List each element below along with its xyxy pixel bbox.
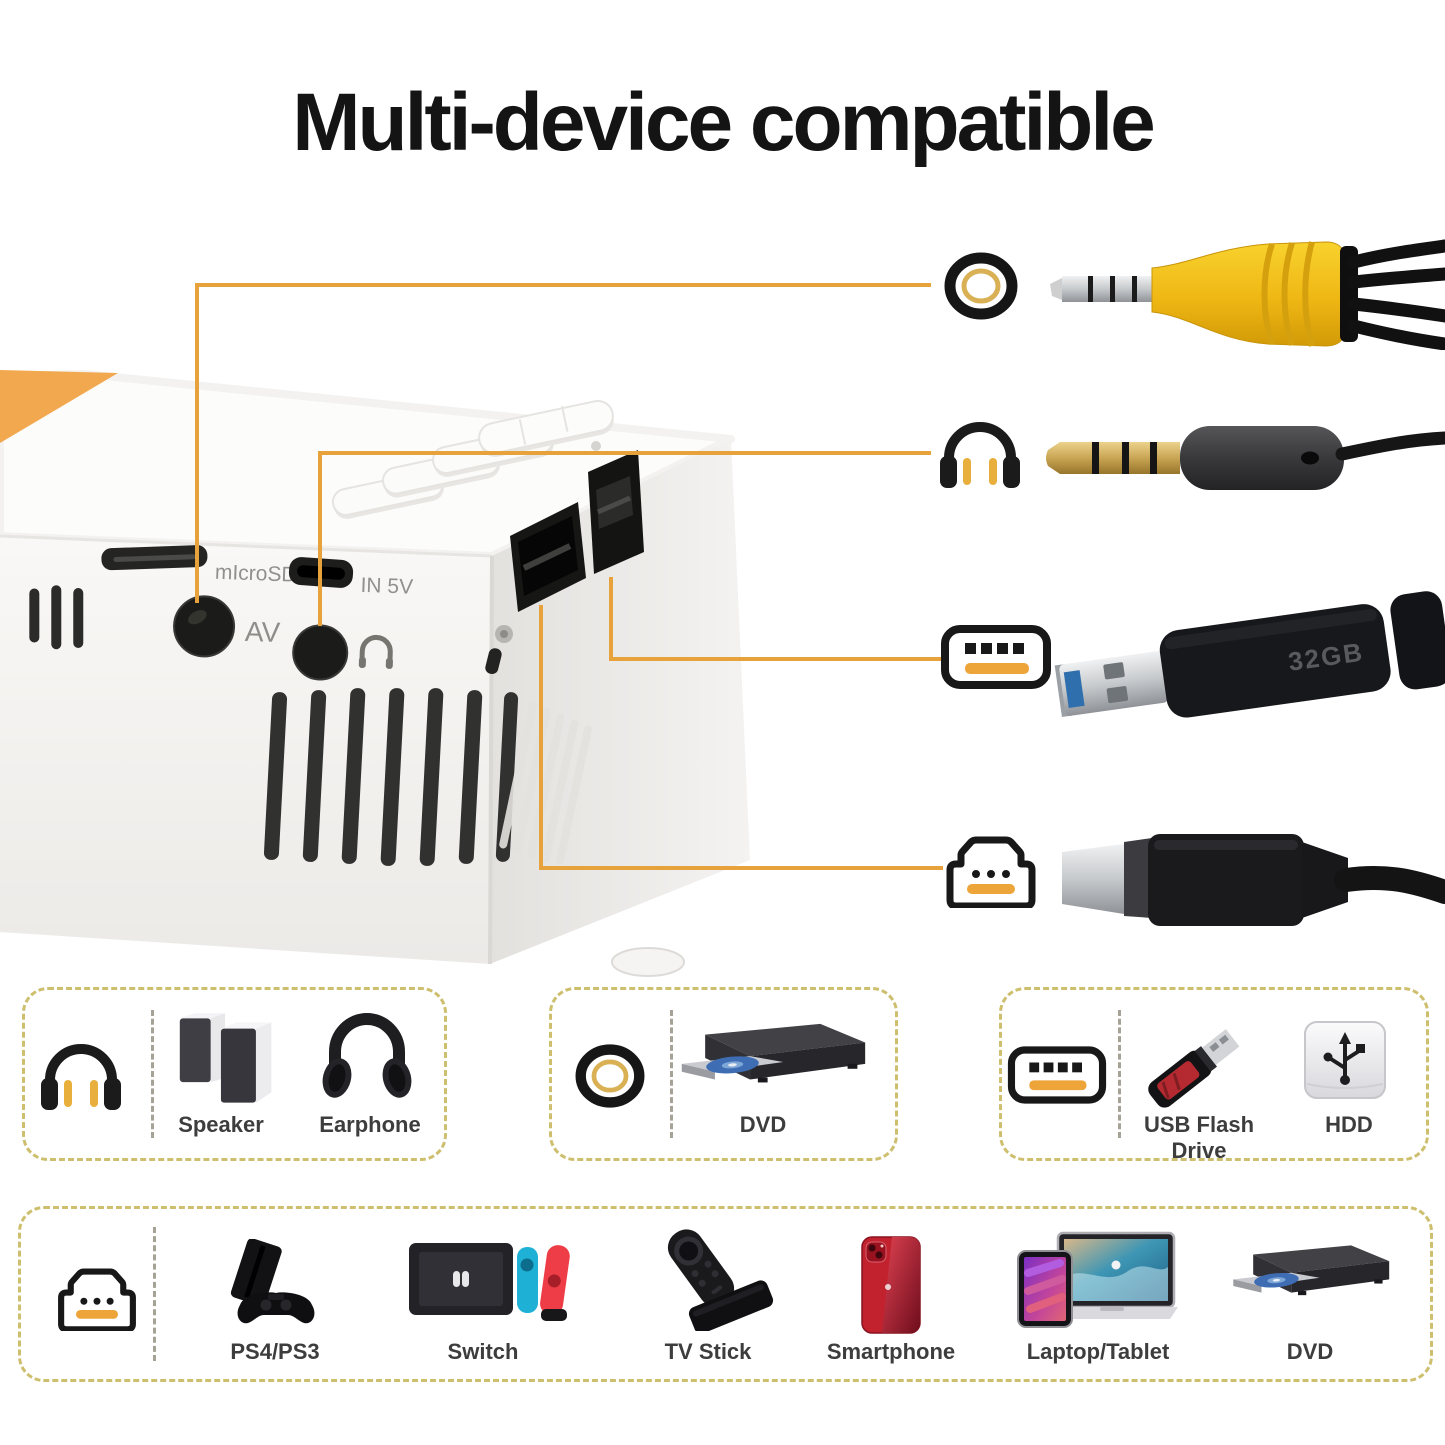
av-jack-label: AV <box>244 616 281 648</box>
av-port-icon <box>572 1042 648 1110</box>
dvd-player-illustration <box>681 1023 866 1083</box>
power-in-label: IN 5V <box>360 574 413 599</box>
callout-line-av-horizontal <box>195 283 931 287</box>
hdmi-cable-photo <box>1062 834 1445 926</box>
headphone-glyph-icon <box>358 634 393 669</box>
box-divider <box>151 1010 154 1138</box>
device-label: DVD <box>1286 1339 1334 1364</box>
dvd-player-illustration <box>1233 1245 1390 1296</box>
box-divider <box>1118 1010 1121 1138</box>
orange-backdrop-wedge <box>0 370 118 443</box>
side-vent-grille <box>499 701 592 865</box>
page-title: Multi-device compatible <box>292 77 1156 168</box>
projector-foot <box>611 947 685 977</box>
headphone-icon <box>936 414 1024 492</box>
device-label: Earphone <box>319 1112 421 1137</box>
usb-port <box>588 450 644 574</box>
callout-line-headphone-horizontal <box>318 451 931 455</box>
speaker-illustration <box>179 1013 272 1103</box>
usb-icon <box>940 618 1052 696</box>
av-port-icon <box>941 250 1021 322</box>
callout-line-hdmi-horizontal <box>539 866 943 870</box>
device-label: USB Flash Drive <box>1143 1112 1255 1163</box>
device-label: Smartphone <box>826 1339 956 1364</box>
microsd-slot <box>101 545 208 571</box>
hdmi-icon <box>53 1261 141 1331</box>
box-divider <box>153 1227 156 1361</box>
callout-line-usb-horizontal <box>609 657 943 661</box>
audio-jack-photo <box>1046 426 1445 490</box>
device-label: Switch <box>447 1339 519 1364</box>
av-cable-photo <box>1050 239 1445 350</box>
callout-line-usb-vertical <box>609 577 613 661</box>
hdmi-icon <box>941 828 1041 908</box>
projector-front-face <box>0 536 492 964</box>
device-label: Laptop/Tablet <box>1026 1339 1170 1364</box>
device-label: TV Stick <box>664 1339 752 1364</box>
projector-front-ports: mIcroSD IN 5V AV <box>29 545 413 681</box>
box-divider <box>670 1010 673 1138</box>
usb-drive-photo: 32GB <box>1054 591 1445 718</box>
callout-line-headphone-vertical <box>318 451 322 626</box>
microsd-label: mIcroSD <box>215 561 297 587</box>
smartphone-illustration <box>861 1236 921 1334</box>
compat-box-audio: Speaker Earphone <box>22 987 447 1161</box>
usb-flash-drive-illustration <box>1148 1029 1240 1108</box>
usb-icon <box>1007 1040 1107 1110</box>
callout-line-av-vertical <box>195 283 199 603</box>
compat-box-hdmi: PS4/PS3 Switch TV Stick Smartphone Lapto… <box>18 1206 1433 1382</box>
vent-grille <box>263 688 519 866</box>
device-label: Speaker <box>178 1112 264 1137</box>
hdmi-port <box>510 502 586 612</box>
device-label: HDD <box>1325 1112 1373 1137</box>
headphone-icon <box>37 1036 125 1114</box>
callout-line-hdmi-vertical <box>539 605 543 870</box>
headphone-jack <box>292 624 349 681</box>
ps4-illustration <box>230 1239 315 1324</box>
side-slot <box>485 648 502 675</box>
device-label: PS4/PS3 <box>230 1339 320 1364</box>
laptop-tablet-illustration <box>1017 1231 1178 1328</box>
compat-box-usb: USB Flash Drive HDD <box>999 987 1429 1163</box>
earphone-illustration <box>322 1013 412 1098</box>
hdd-illustration <box>1304 1021 1386 1099</box>
speaker-grille <box>29 585 84 650</box>
switch-illustration <box>409 1243 570 1321</box>
av-jack <box>173 595 236 658</box>
compat-box-av: DVD <box>549 987 898 1161</box>
tv-stick-illustration <box>667 1229 774 1331</box>
projector-illustration: mIcroSD IN 5V AV <box>0 370 750 977</box>
device-label: DVD <box>739 1112 787 1137</box>
